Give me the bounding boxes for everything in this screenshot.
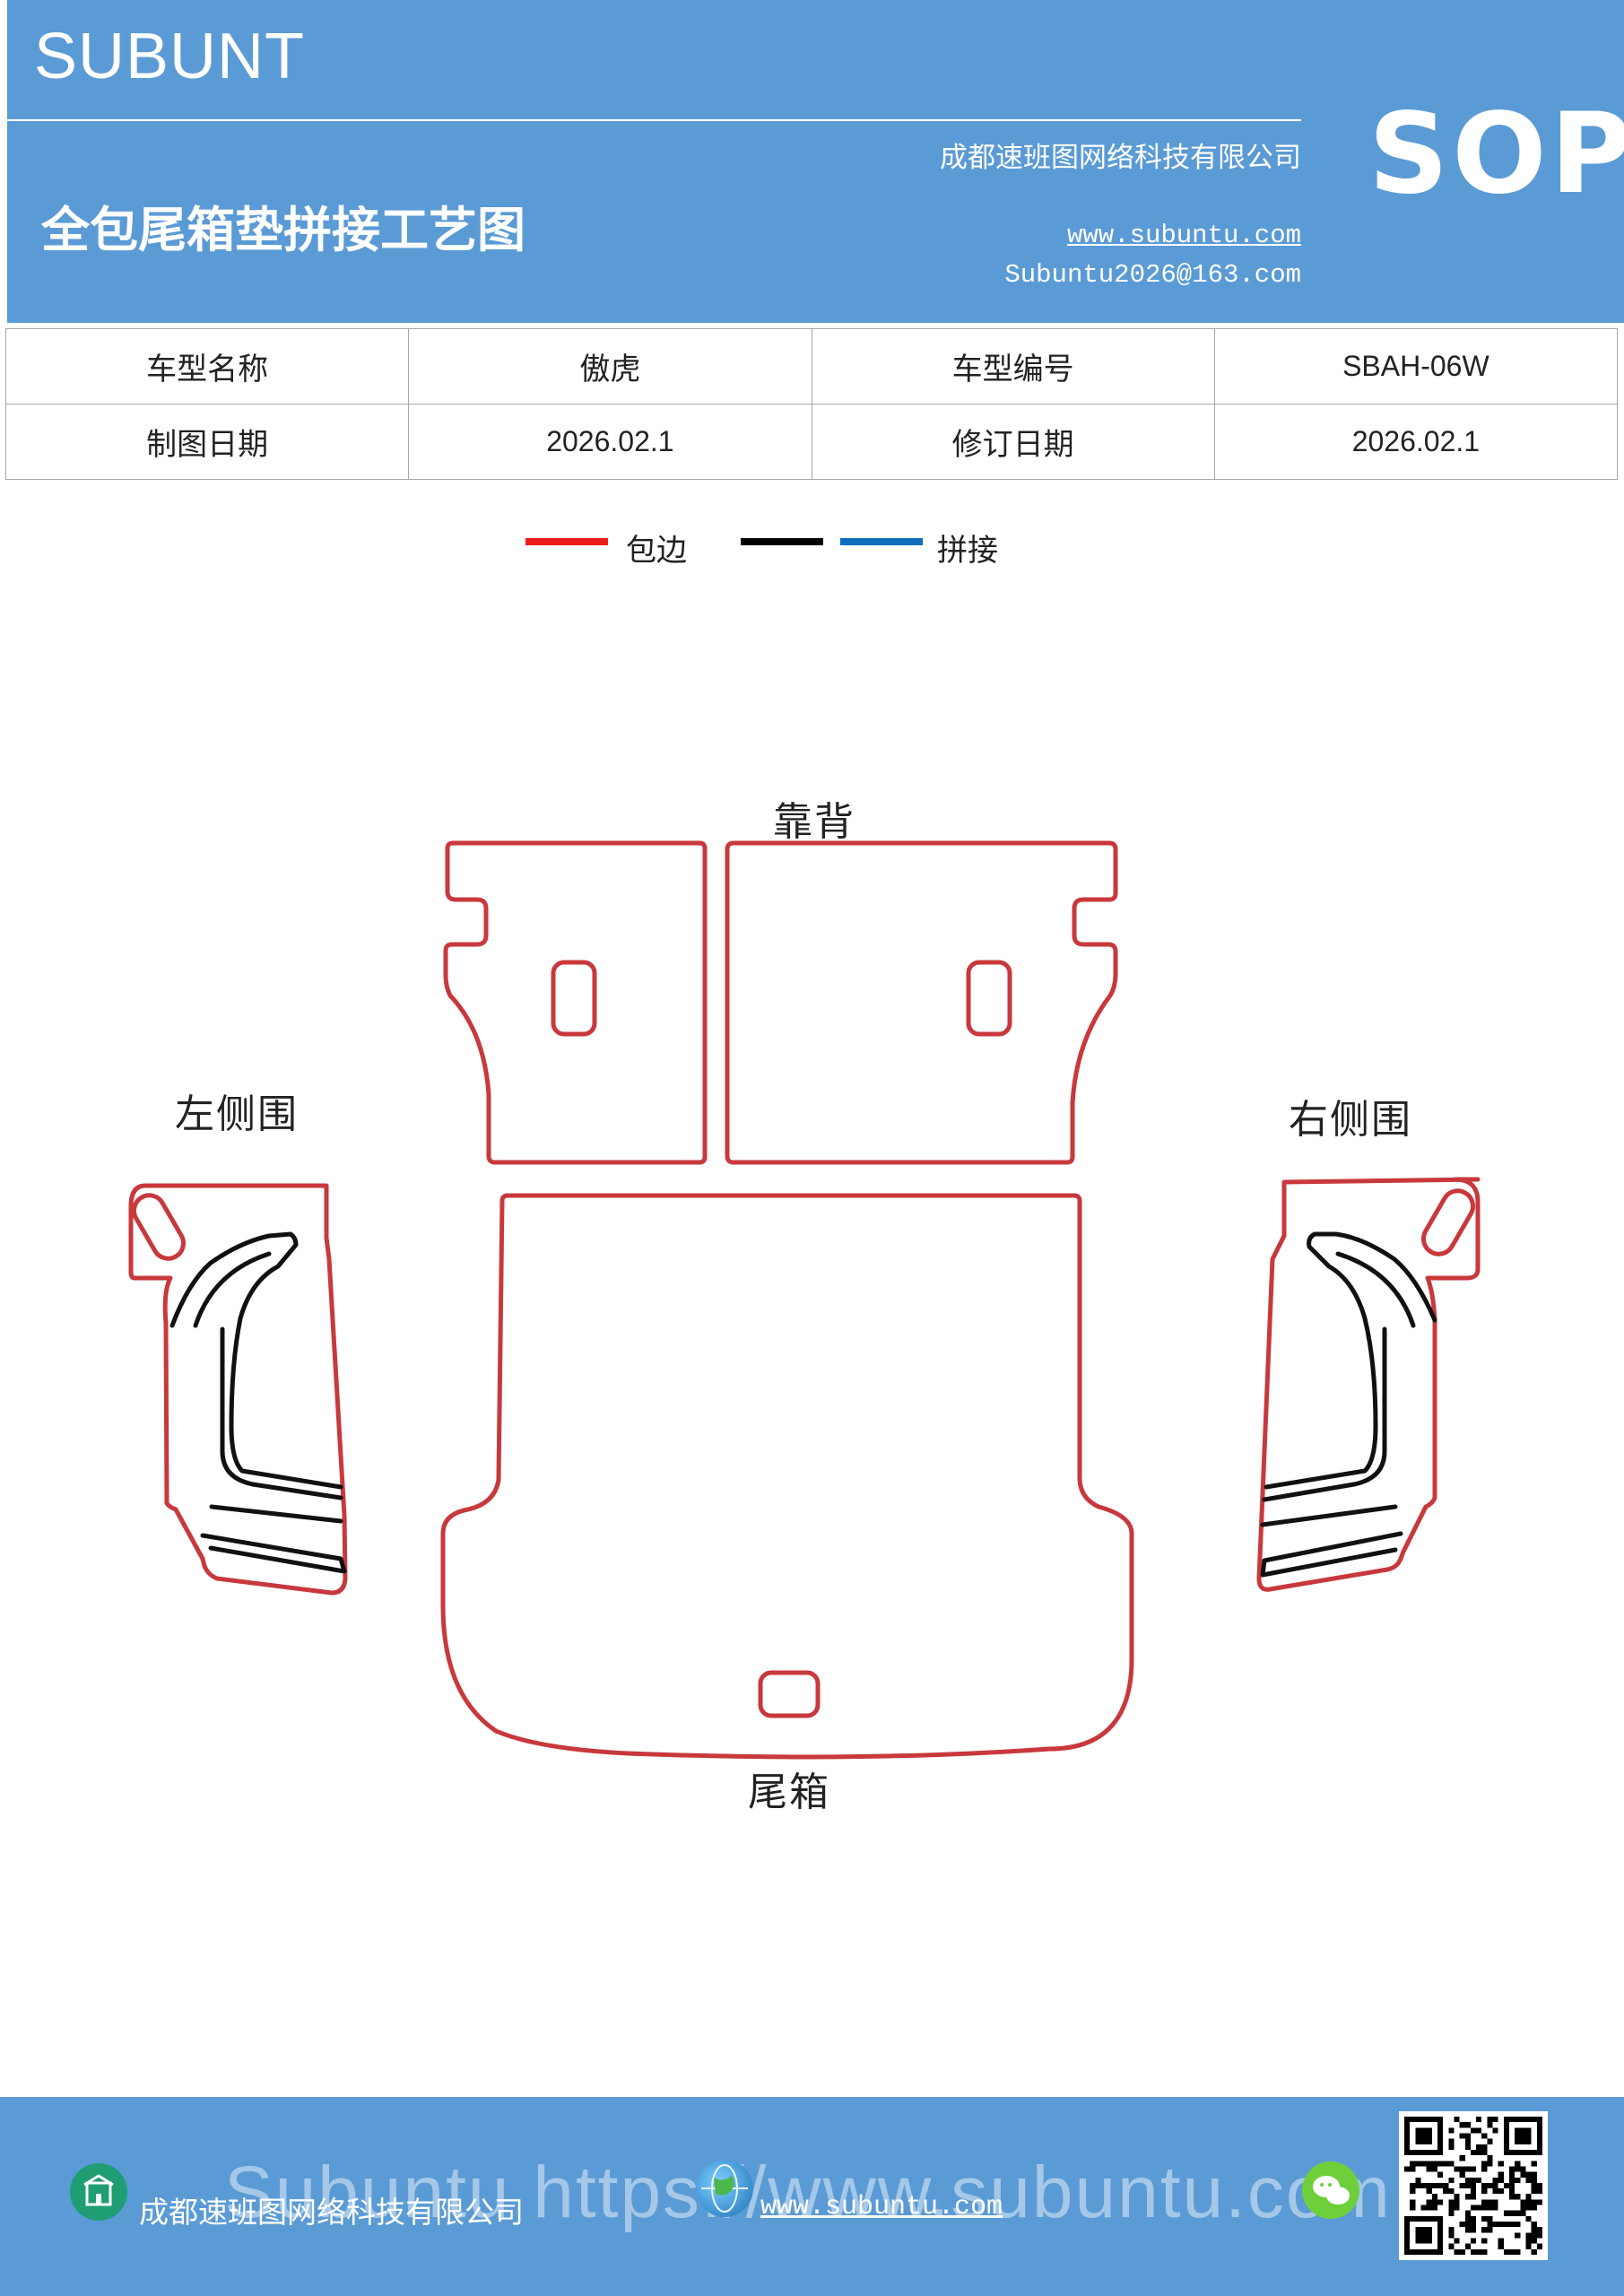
drawing-date-value: 2026.02.1	[408, 404, 812, 480]
right-side-seam-inner	[1262, 1251, 1416, 1502]
trunk-floor-panel	[440, 1193, 1134, 1760]
legend-swatch-edge	[525, 538, 608, 545]
drawing-date-label: 制图日期	[4, 404, 410, 480]
legend-label-edge: 包边	[626, 533, 687, 569]
model-name-label: 车型名称	[4, 328, 410, 404]
revision-date-label: 修订日期	[811, 404, 1215, 480]
brand-name: SUBUNT	[34, 21, 306, 92]
footer-company-name: 成都速班图网络科技有限公司	[139, 2195, 524, 2230]
header-band: SUBUNT 全包尾箱垫拼接工艺图 成都速班图网络科技有限公司 www.subu…	[7, 0, 1624, 323]
trunk-floor-slot	[758, 1670, 821, 1718]
left-side-seam-arch	[169, 1231, 343, 1490]
backrest-right-slot	[966, 960, 1012, 1037]
sop-badge: SOP	[1368, 90, 1624, 219]
table-row: 制图日期 2026.02.1 修订日期 2026.02.1	[4, 404, 1619, 480]
header-company-name: 成都速班图网络科技有限公司	[940, 142, 1301, 174]
left-side-seam-inner	[193, 1251, 343, 1500]
revision-date-value: 2026.02.1	[1213, 404, 1619, 480]
document-title: 全包尾箱垫拼接工艺图	[41, 202, 525, 258]
vehicle-info-table: 车型名称 傲虎 车型编号 SBAH-06W 制图日期 2026.02.1 修订日…	[4, 328, 1619, 480]
backrest-right-panel	[725, 840, 1118, 1165]
backrest-left-panel	[443, 840, 708, 1165]
legend-label-seam: 拼接	[937, 533, 998, 569]
label-right-side: 右侧围	[1289, 1097, 1412, 1143]
footer-watermark-text: Subuntu https://www.subuntu.com	[224, 2152, 1392, 2233]
qr-code	[1399, 2111, 1548, 2260]
backrest-left-slot	[551, 960, 597, 1037]
label-trunk: 尾箱	[748, 1770, 830, 1815]
legend: 包边 拼接	[0, 526, 1624, 570]
header-email[interactable]: Subuntu2026@163.com	[1004, 260, 1301, 290]
header-website-link[interactable]: www.subuntu.com	[1066, 221, 1301, 250]
footer-band: Subuntu https://www.subuntu.com 成都速班图网络科…	[0, 2097, 1624, 2296]
building-icon	[70, 2163, 127, 2221]
left-side-seam-lower	[200, 1504, 347, 1574]
table-row: 车型名称 傲虎 车型编号 SBAH-06W	[4, 328, 1619, 404]
left-side-panel	[128, 1183, 348, 1596]
right-side-panel	[1256, 1177, 1481, 1592]
header-divider	[7, 119, 1301, 121]
model-code-label: 车型编号	[811, 328, 1215, 404]
legend-swatch-seam-black	[741, 538, 823, 545]
label-backrest: 靠背	[773, 799, 855, 845]
model-name-value: 傲虎	[408, 328, 812, 404]
wechat-icon	[1302, 2161, 1359, 2219]
label-left-side: 左侧围	[175, 1091, 299, 1137]
right-side-seam-lower	[1260, 1504, 1403, 1578]
right-side-oval	[1421, 1188, 1475, 1257]
right-side-seam-arch	[1264, 1231, 1437, 1490]
globe-icon	[696, 2160, 753, 2217]
legend-swatch-seam-blue	[840, 538, 923, 545]
model-code-value: SBAH-06W	[1213, 328, 1619, 404]
left-side-oval	[132, 1193, 186, 1261]
footer-website-link[interactable]: www.subuntu.com	[760, 2192, 1003, 2222]
